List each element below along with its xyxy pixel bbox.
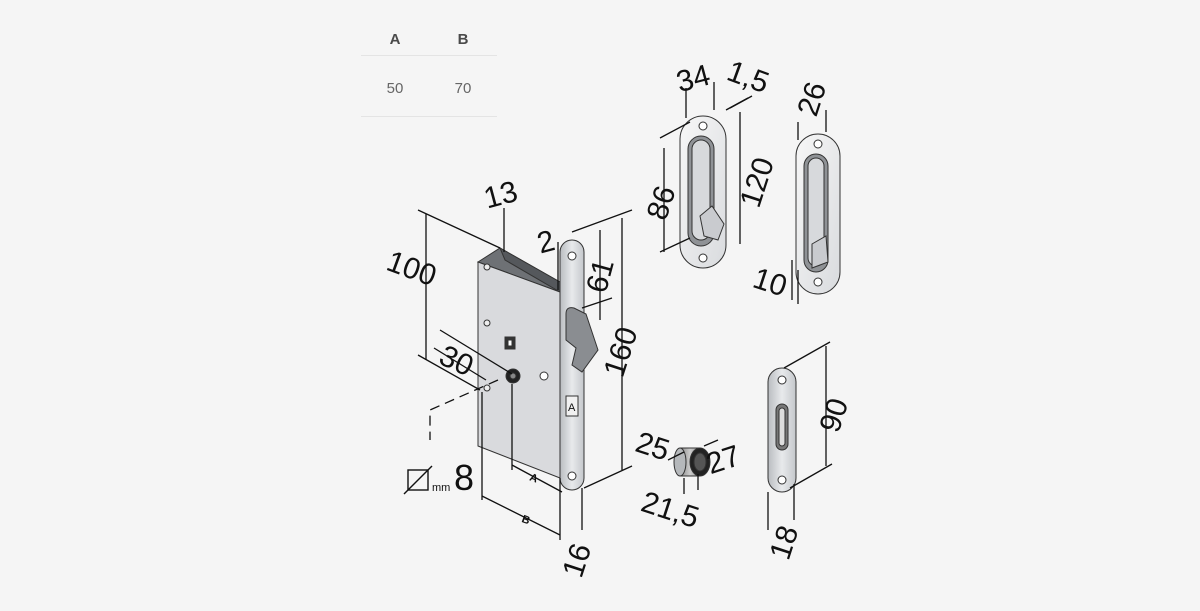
dim-26: 26 [791, 78, 833, 120]
dim-10: 10 [749, 262, 791, 304]
strike-dimension-lines [767, 341, 833, 530]
dim-2: 2 [534, 224, 559, 260]
dim-120: 120 [734, 154, 781, 212]
dim-1-5: 1,5 [723, 55, 773, 100]
table-divider [361, 55, 497, 56]
dim-21-5: 21,5 [637, 486, 703, 535]
dim-8: 8 [454, 457, 474, 498]
value-b: 70 [454, 80, 472, 97]
dim-160: 160 [598, 323, 645, 381]
header-a: A [389, 31, 401, 48]
dim-86: 86 [641, 182, 683, 224]
value-a: 50 [386, 80, 404, 97]
cylinder-dimension-lines [667, 439, 719, 494]
dim-90: 90 [814, 394, 856, 436]
cylinder-knob [673, 447, 711, 477]
handle1-dimension-lines [659, 82, 753, 253]
dim-27: 27 [702, 439, 744, 481]
handle2-dimension-lines [791, 110, 827, 304]
dim-25: 25 [632, 426, 674, 468]
dim-18: 18 [764, 522, 806, 564]
dim-16: 16 [556, 540, 598, 582]
flush-handle-plain [795, 133, 841, 295]
spec-table-row: 50 70 [361, 56, 497, 116]
dim-13: 13 [480, 175, 521, 216]
spec-table: A B 50 70 [361, 24, 497, 117]
dim-61: 61 [580, 256, 621, 297]
dim-a: A [528, 472, 540, 486]
dim-b: B [520, 513, 532, 527]
dim-34: 34 [673, 59, 714, 100]
lock-dimension-lines [417, 208, 633, 540]
strike-plate [767, 367, 797, 493]
header-b: B [457, 31, 469, 48]
flush-handle-with-lever [679, 115, 727, 269]
svg-text:A: A [568, 402, 576, 414]
dim-100: 100 [382, 245, 440, 293]
square-key-icon [403, 465, 433, 495]
dim-unit: mm [432, 482, 450, 494]
spec-table-header: A B [361, 24, 497, 55]
dimension-labels: 13 2 61 100 160 30 8 mm 16 A B 34 1,5 12… [382, 55, 855, 582]
table-bottom-divider [361, 116, 497, 117]
lock-body [476, 246, 561, 479]
dim-30: 30 [434, 339, 478, 383]
lock-faceplate: A [559, 239, 599, 491]
